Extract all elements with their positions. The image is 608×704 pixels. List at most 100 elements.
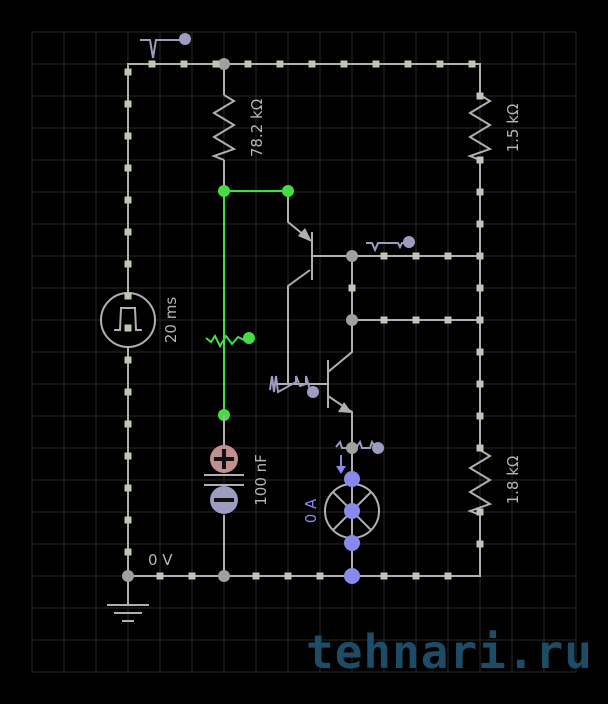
wire-dot [412, 572, 420, 580]
wire-dot [476, 540, 484, 548]
wire-dot [124, 484, 132, 492]
resistor-78k[interactable] [211, 94, 237, 161]
wire-dot [124, 516, 132, 524]
wire-dot [124, 356, 132, 364]
plus-icon [214, 449, 234, 469]
pulse-icon [114, 307, 142, 331]
wire-dot [124, 388, 132, 396]
active-wire [205, 190, 288, 415]
lamp-current-label: 0 A [302, 498, 320, 523]
wire-dot [476, 284, 484, 292]
wire-dot [124, 100, 132, 108]
wire-dot [124, 420, 132, 428]
wire-dot [124, 548, 132, 556]
probe-trace [269, 375, 311, 394]
transistor2-emitter-arrow [338, 402, 352, 413]
wire-dot [284, 572, 292, 580]
transistor1-emitter-arrow [298, 228, 312, 242]
wire-dot [276, 60, 284, 68]
node[interactable] [218, 570, 230, 582]
node[interactable] [344, 471, 360, 487]
wire-dot [444, 252, 452, 260]
wire-dot [124, 260, 132, 268]
watermark: tehnari.ru [306, 625, 593, 679]
node[interactable] [218, 185, 230, 197]
variable-resistor [205, 334, 250, 349]
probe-handle[interactable] [372, 442, 384, 454]
probe-handle[interactable] [307, 386, 319, 398]
wire-dot [476, 348, 484, 356]
wire-dot [308, 60, 316, 68]
resistor-78k-label: 78.2 kΩ [248, 99, 266, 157]
node[interactable] [282, 185, 294, 197]
variable-resistor-handle[interactable] [243, 332, 255, 344]
wire-dot [188, 572, 196, 580]
node[interactable] [346, 314, 358, 326]
node[interactable] [218, 58, 230, 70]
wire-dot [124, 324, 132, 332]
transistor-arrows [298, 228, 352, 413]
wire-dot [476, 252, 484, 260]
wire-dot [124, 164, 132, 172]
wire-dot [404, 60, 412, 68]
wire-dot [412, 252, 420, 260]
probe-handle[interactable] [179, 33, 191, 45]
resistor-1k8[interactable] [467, 449, 493, 516]
node[interactable] [344, 503, 360, 519]
pulse-source[interactable] [100, 292, 156, 348]
wire-dot [476, 316, 484, 324]
node[interactable] [344, 568, 360, 584]
probe-trace [366, 242, 408, 253]
wire-dot [444, 316, 452, 324]
ground-icon[interactable] [107, 604, 149, 622]
wire-dot [340, 60, 348, 68]
wire-dot [348, 284, 356, 292]
wire-dot [124, 452, 132, 460]
node[interactable] [344, 535, 360, 551]
wire-dot [476, 380, 484, 388]
wire-dot [212, 60, 220, 68]
current-arrow-icon [336, 455, 346, 474]
wire-dot [476, 412, 484, 420]
wire-dot [412, 316, 420, 324]
wire-dot [380, 572, 388, 580]
resistor-1k8-label: 1.8 kΩ [504, 456, 522, 505]
wire-dot [476, 508, 484, 516]
wire-dot [124, 228, 132, 236]
wire-dot [476, 188, 484, 196]
wire-dot [468, 60, 476, 68]
grid [31, 31, 577, 673]
ground-voltage-label: 0 V [148, 551, 173, 569]
resistor-1k5-label: 1.5 kΩ [504, 104, 522, 153]
wire-dot [124, 292, 132, 300]
wire-dot [124, 132, 132, 140]
wire-dots [124, 60, 484, 580]
pulse-source-label: 20 ms [162, 297, 180, 343]
resistor-1k5[interactable] [467, 94, 493, 161]
wire-dot [476, 220, 484, 228]
wire-dot [124, 196, 132, 204]
wire-dot [180, 60, 188, 68]
node[interactable] [122, 570, 134, 582]
capacitor[interactable] [204, 415, 244, 514]
wire-dot [444, 572, 452, 580]
probe-handle[interactable] [403, 236, 415, 248]
wire-dot [156, 572, 164, 580]
wire-dot [380, 252, 388, 260]
probe-trace [335, 439, 377, 449]
wire-dot [316, 572, 324, 580]
probe-trace [140, 39, 180, 59]
capacitor-label: 100 nF [252, 454, 270, 506]
node[interactable] [346, 442, 358, 454]
wire-dot [148, 60, 156, 68]
wire-dot [124, 68, 132, 76]
probes [140, 39, 408, 449]
wire-dot [252, 572, 260, 580]
wire-dot [436, 60, 444, 68]
node[interactable] [346, 250, 358, 262]
wire-dot [476, 444, 484, 452]
wire-dot [372, 60, 380, 68]
wire-dot [380, 316, 388, 324]
wire-dot [244, 60, 252, 68]
